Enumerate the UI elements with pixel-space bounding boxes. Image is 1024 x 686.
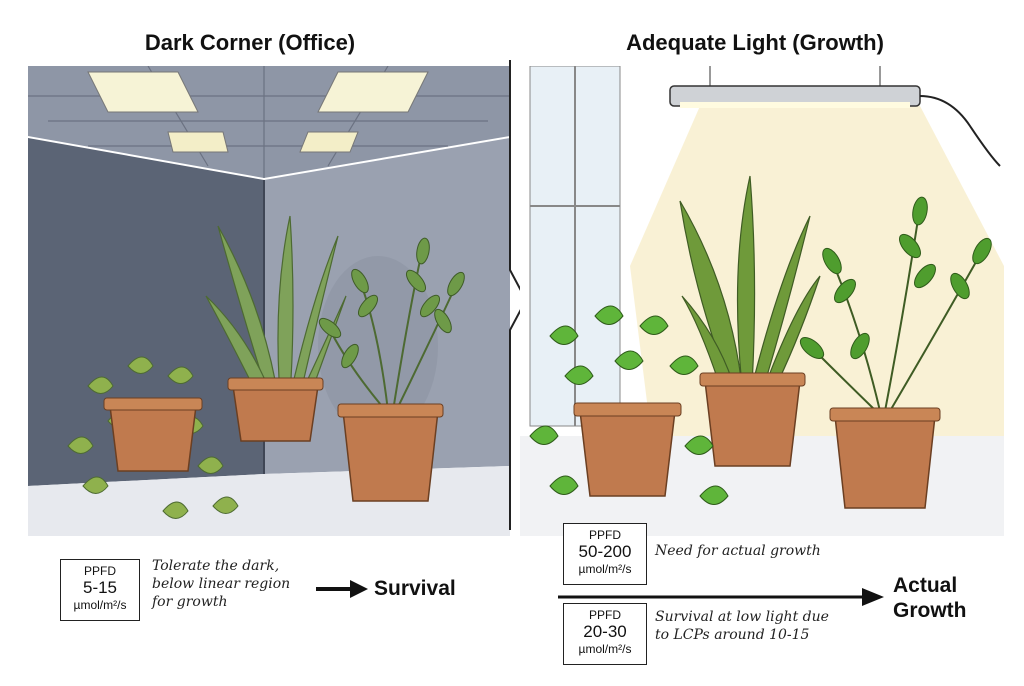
outcome-actual-growth: Actual Growth bbox=[893, 574, 967, 622]
ppfd-label: PPFD bbox=[588, 528, 621, 542]
grow-light-fixture bbox=[669, 66, 1001, 167]
ceiling-light-panels bbox=[87, 71, 429, 153]
ppfd-unit: µmol/m²/s bbox=[73, 598, 127, 612]
zz-plant bbox=[799, 196, 992, 509]
zz-plant bbox=[318, 237, 465, 502]
survival-arrow-icon bbox=[316, 580, 368, 598]
ppfd-value: 5-15 bbox=[82, 578, 118, 597]
dark-corner-illustration bbox=[28, 66, 510, 536]
panel-title-adequate-light: Adequate Light (Growth) bbox=[626, 30, 884, 55]
ppfd-box-growth: PPFD 50-200 µmol/m²/s bbox=[563, 523, 647, 585]
low-light-survival-note: Survival at low light due to LCPs around… bbox=[655, 609, 829, 643]
ppfd-label: PPFD bbox=[588, 608, 621, 622]
adequate-light-illustration bbox=[520, 66, 1004, 536]
ppfd-box-dark: PPFD 5-15 µmol/m²/s bbox=[60, 559, 140, 621]
ppfd-box-survival: PPFD 20-30 µmol/m²/s bbox=[563, 603, 647, 665]
pothos-plant bbox=[67, 356, 239, 519]
growth-need-note: Need for actual growth bbox=[655, 543, 821, 559]
ppfd-label: PPFD bbox=[83, 564, 116, 578]
ppfd-value: 50-200 bbox=[578, 542, 632, 561]
ceiling-light bbox=[317, 71, 429, 113]
ppfd-unit: µmol/m²/s bbox=[578, 642, 632, 656]
left-wall bbox=[28, 138, 264, 486]
snake-plant bbox=[679, 175, 821, 467]
window bbox=[529, 66, 621, 427]
ceiling-light bbox=[167, 131, 229, 153]
ceiling-light bbox=[87, 71, 199, 113]
snake-plant bbox=[205, 215, 347, 442]
ceiling-light bbox=[299, 131, 359, 153]
dark-tolerance-note: Tolerate the dark, below linear region f… bbox=[152, 558, 291, 610]
pothos-plant bbox=[529, 305, 729, 505]
growth-arrow-icon bbox=[558, 588, 884, 606]
panel-title-dark-corner: Dark Corner (Office) bbox=[144, 30, 356, 55]
outcome-survival: Survival bbox=[374, 577, 456, 600]
ppfd-value: 20-30 bbox=[583, 622, 627, 641]
ppfd-unit: µmol/m²/s bbox=[578, 562, 632, 576]
